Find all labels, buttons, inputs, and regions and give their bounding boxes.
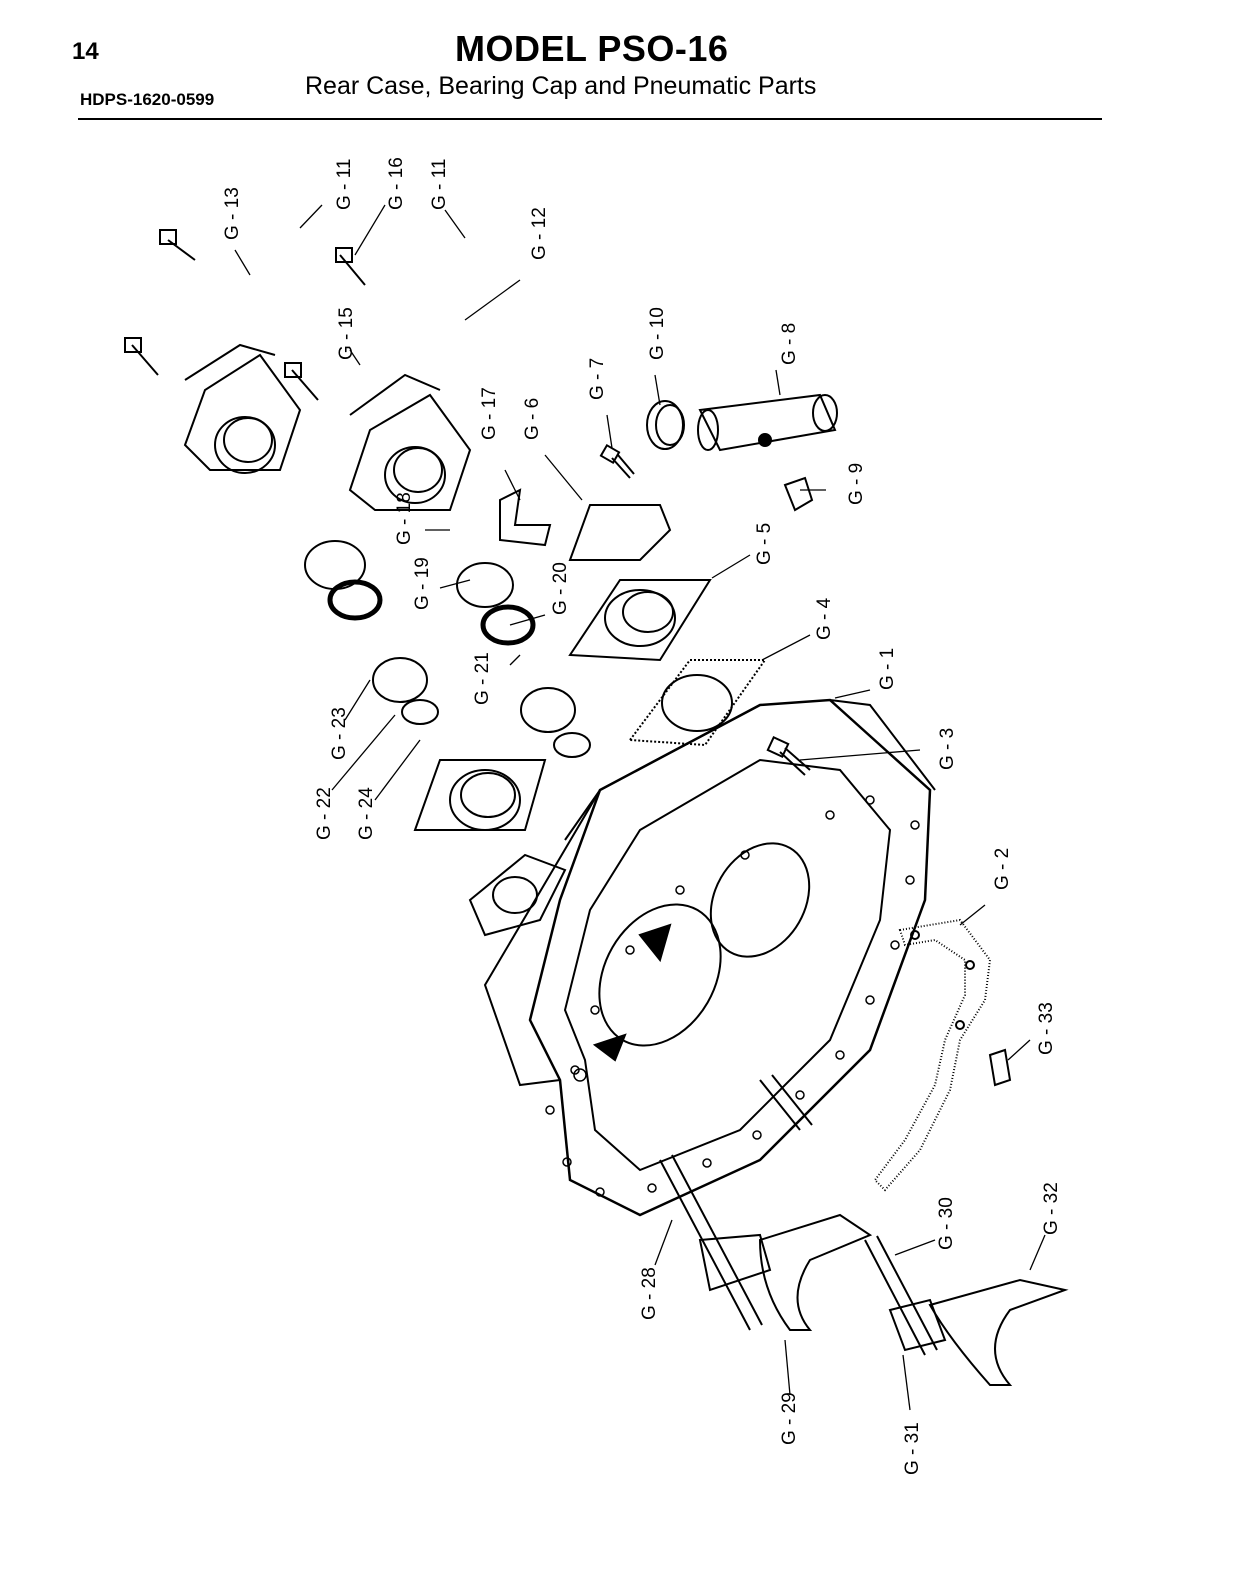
document-code: HDPS-1620-0599 <box>80 90 215 109</box>
callout-g15: G - 15 <box>336 307 357 360</box>
callout-g30: G - 30 <box>936 1197 957 1250</box>
page-number: 14 <box>72 38 99 65</box>
cover-plate <box>568 579 712 662</box>
air-cylinder <box>697 393 838 452</box>
callout-g21: G - 21 <box>472 652 493 705</box>
callout-g17: G - 17 <box>479 387 500 440</box>
bearing-cap-upper <box>183 343 302 474</box>
callout-g9: G - 9 <box>846 463 867 505</box>
document-subtitle: Rear Case, Bearing Cap and Pneumatic Par… <box>305 72 817 100</box>
callout-g13: G - 13 <box>222 187 243 240</box>
callout-g22: G - 22 <box>314 787 335 840</box>
callout-g10: G - 10 <box>647 307 668 360</box>
case-bolt <box>766 735 811 776</box>
callout-g6: G - 6 <box>522 398 543 440</box>
callout-g31: G - 31 <box>902 1422 923 1475</box>
bracket-bolt <box>599 443 635 479</box>
air-fitting <box>783 476 814 512</box>
callout-g1: G - 1 <box>877 648 898 690</box>
shift-rail-forks <box>659 1048 1069 1386</box>
document-title: MODEL PSO-16 <box>455 28 729 69</box>
callout-g11b: G - 11 <box>429 159 450 210</box>
callout-g28: G - 28 <box>639 1267 660 1320</box>
callout-g4: G - 4 <box>814 597 835 640</box>
callout-g12: G - 12 <box>529 207 550 260</box>
bearing-cover-plate <box>413 759 547 831</box>
callout-g33: G - 33 <box>1036 1002 1057 1055</box>
callout-g32: G - 32 <box>1041 1182 1062 1235</box>
callout-g7: G - 7 <box>587 358 608 400</box>
callout-g18: G - 18 <box>394 492 415 545</box>
header-rule <box>78 118 1102 120</box>
callout-g8: G - 8 <box>779 323 800 365</box>
callout-g11a: G - 11 <box>334 159 355 210</box>
hose-clamp <box>646 400 685 450</box>
callout-g3: G - 3 <box>937 728 958 770</box>
case-gasket <box>873 918 992 1192</box>
callout-g23: G - 23 <box>329 707 350 760</box>
cover-gasket <box>628 659 767 747</box>
piston-set <box>304 540 591 758</box>
callout-g20: G - 20 <box>550 562 571 615</box>
bracket <box>499 488 672 561</box>
callout-g19: G - 19 <box>412 557 433 610</box>
rear-case-housing <box>468 698 936 1217</box>
callout-g5: G - 5 <box>754 523 775 565</box>
callout-g2: G - 2 <box>992 848 1013 890</box>
callout-g29: G - 29 <box>779 1392 800 1445</box>
cap-bolts <box>124 229 366 401</box>
bearing-cap-lower <box>348 373 472 511</box>
callout-g16: G - 16 <box>386 157 407 210</box>
callout-g24: G - 24 <box>356 787 377 840</box>
